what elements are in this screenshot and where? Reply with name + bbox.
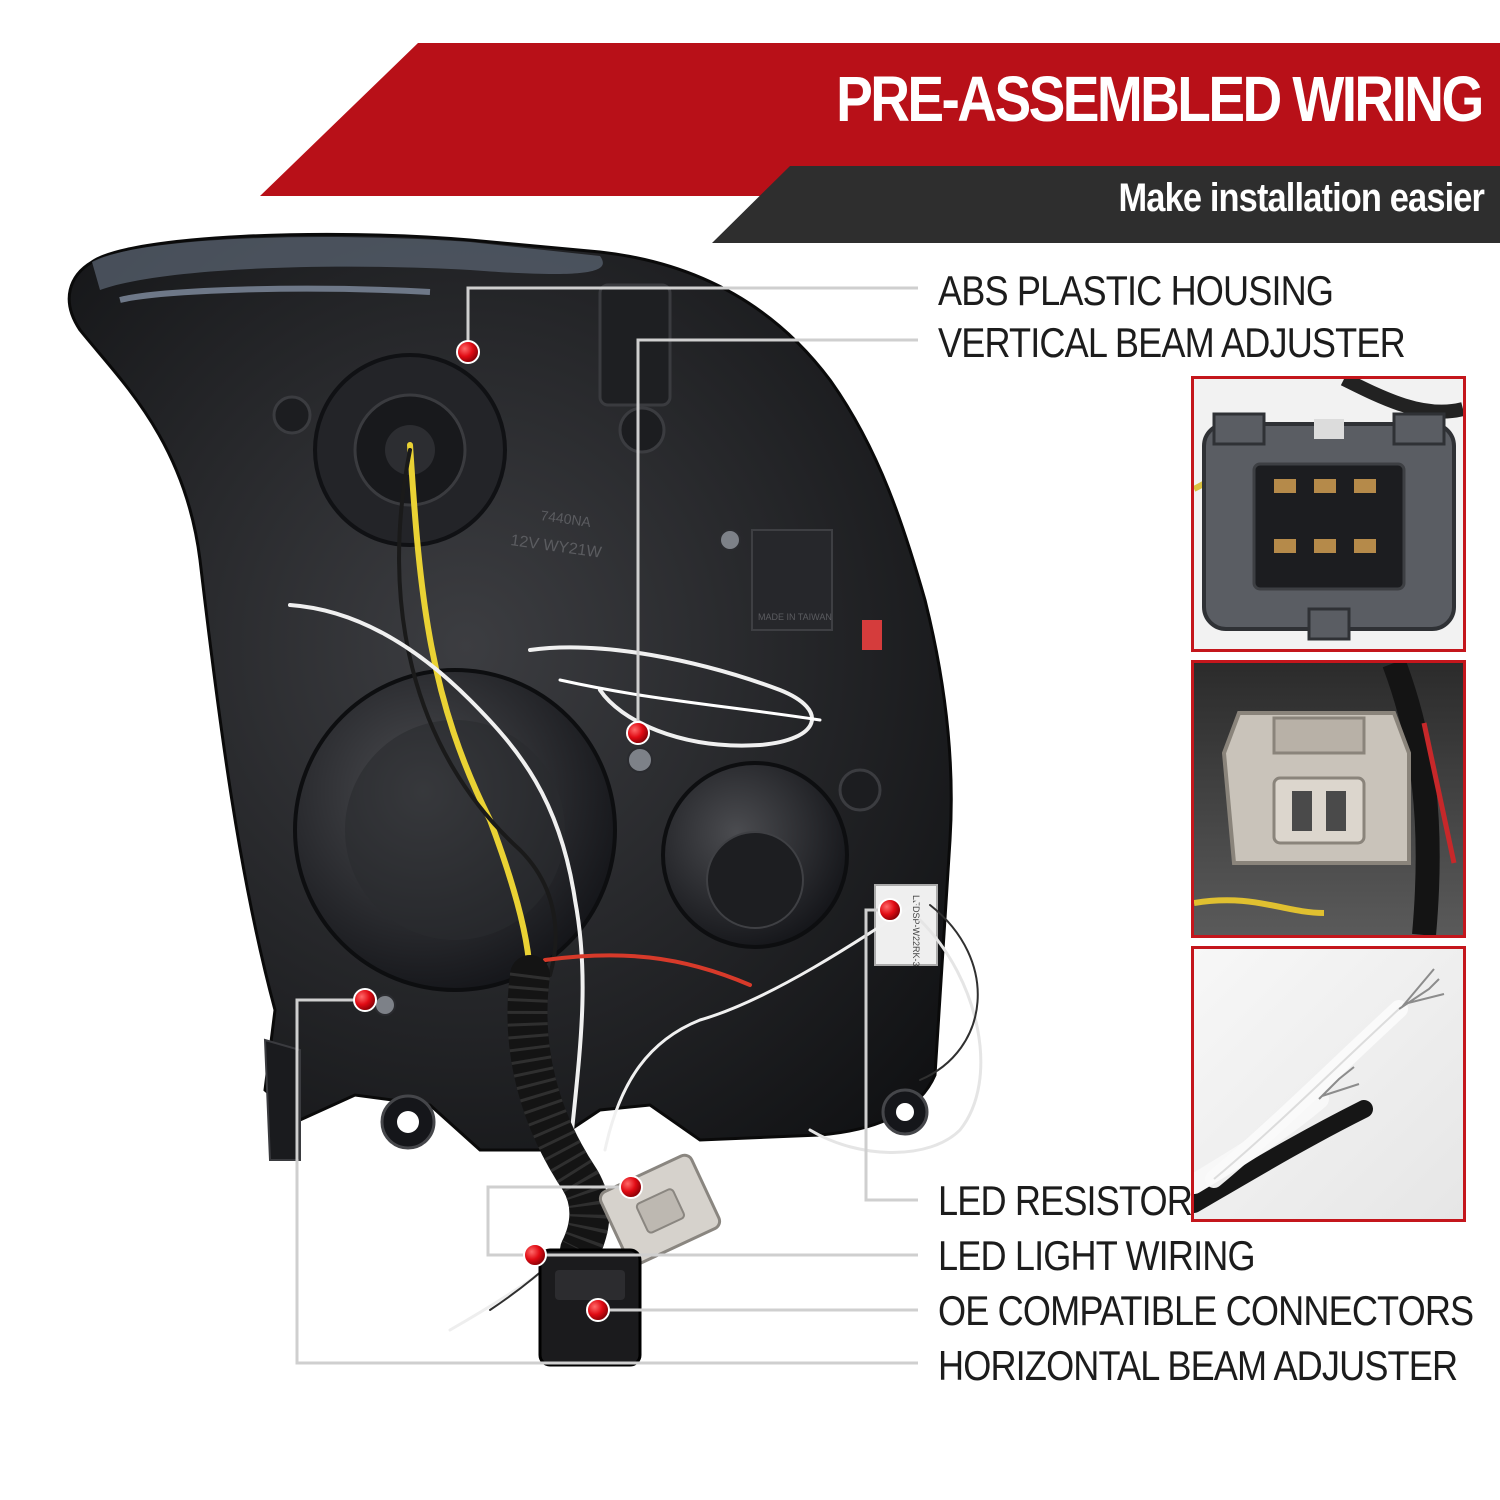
resistor-tag-text: LEDSP-W22RK-3 [911, 895, 921, 967]
callout-horizontal-adjuster: HORIZONTAL BEAM ADJUSTER [938, 1342, 1458, 1389]
inset-two-pin-connector [1191, 660, 1466, 938]
multipin-connector-illustration [1194, 379, 1463, 641]
housing-bulb-text: 7440NA [540, 507, 593, 530]
dark-banner [712, 166, 1500, 243]
two-pin-connector-illustration [1194, 663, 1463, 935]
callout-led-resistor: LED RESISTOR [938, 1177, 1193, 1224]
callout-abs-housing: ABS PLASTIC HOUSING [938, 267, 1334, 314]
callout-dots [353, 340, 902, 1322]
banner-subtitle: Make installation easier [1118, 176, 1484, 220]
leader-lines [295, 286, 918, 1365]
callout-oe-connectors: OE COMPATIBLE CONNECTORS [938, 1287, 1474, 1334]
leader-horizontal [295, 998, 918, 1365]
callout-dot-icon [878, 898, 902, 922]
wire-loom [507, 955, 610, 1270]
leader-vertical [636, 338, 918, 733]
callout-led-light-wiring: LED LIGHT WIRING [938, 1232, 1256, 1279]
callout-dot-icon [456, 340, 480, 364]
red-banner [260, 43, 1500, 196]
callout-dot-icon [626, 721, 650, 745]
housing-origin-text: MADE IN TAIWAN [758, 612, 832, 622]
inset-multipin-connector [1191, 376, 1466, 652]
inset-stripped-wire [1191, 946, 1466, 1222]
callout-dot-icon [586, 1298, 610, 1322]
leader-abs [466, 286, 918, 352]
callout-dot-icon [353, 988, 377, 1012]
callout-dot-icon [523, 1243, 547, 1267]
banner-title: PRE-ASSEMBLED WIRING [836, 63, 1484, 135]
callout-vertical-adjuster: VERTICAL BEAM ADJUSTER [938, 319, 1406, 366]
stripped-wire-illustration [1194, 949, 1463, 1219]
callout-dot-icon [619, 1175, 643, 1199]
leader-wiring [486, 1185, 918, 1257]
